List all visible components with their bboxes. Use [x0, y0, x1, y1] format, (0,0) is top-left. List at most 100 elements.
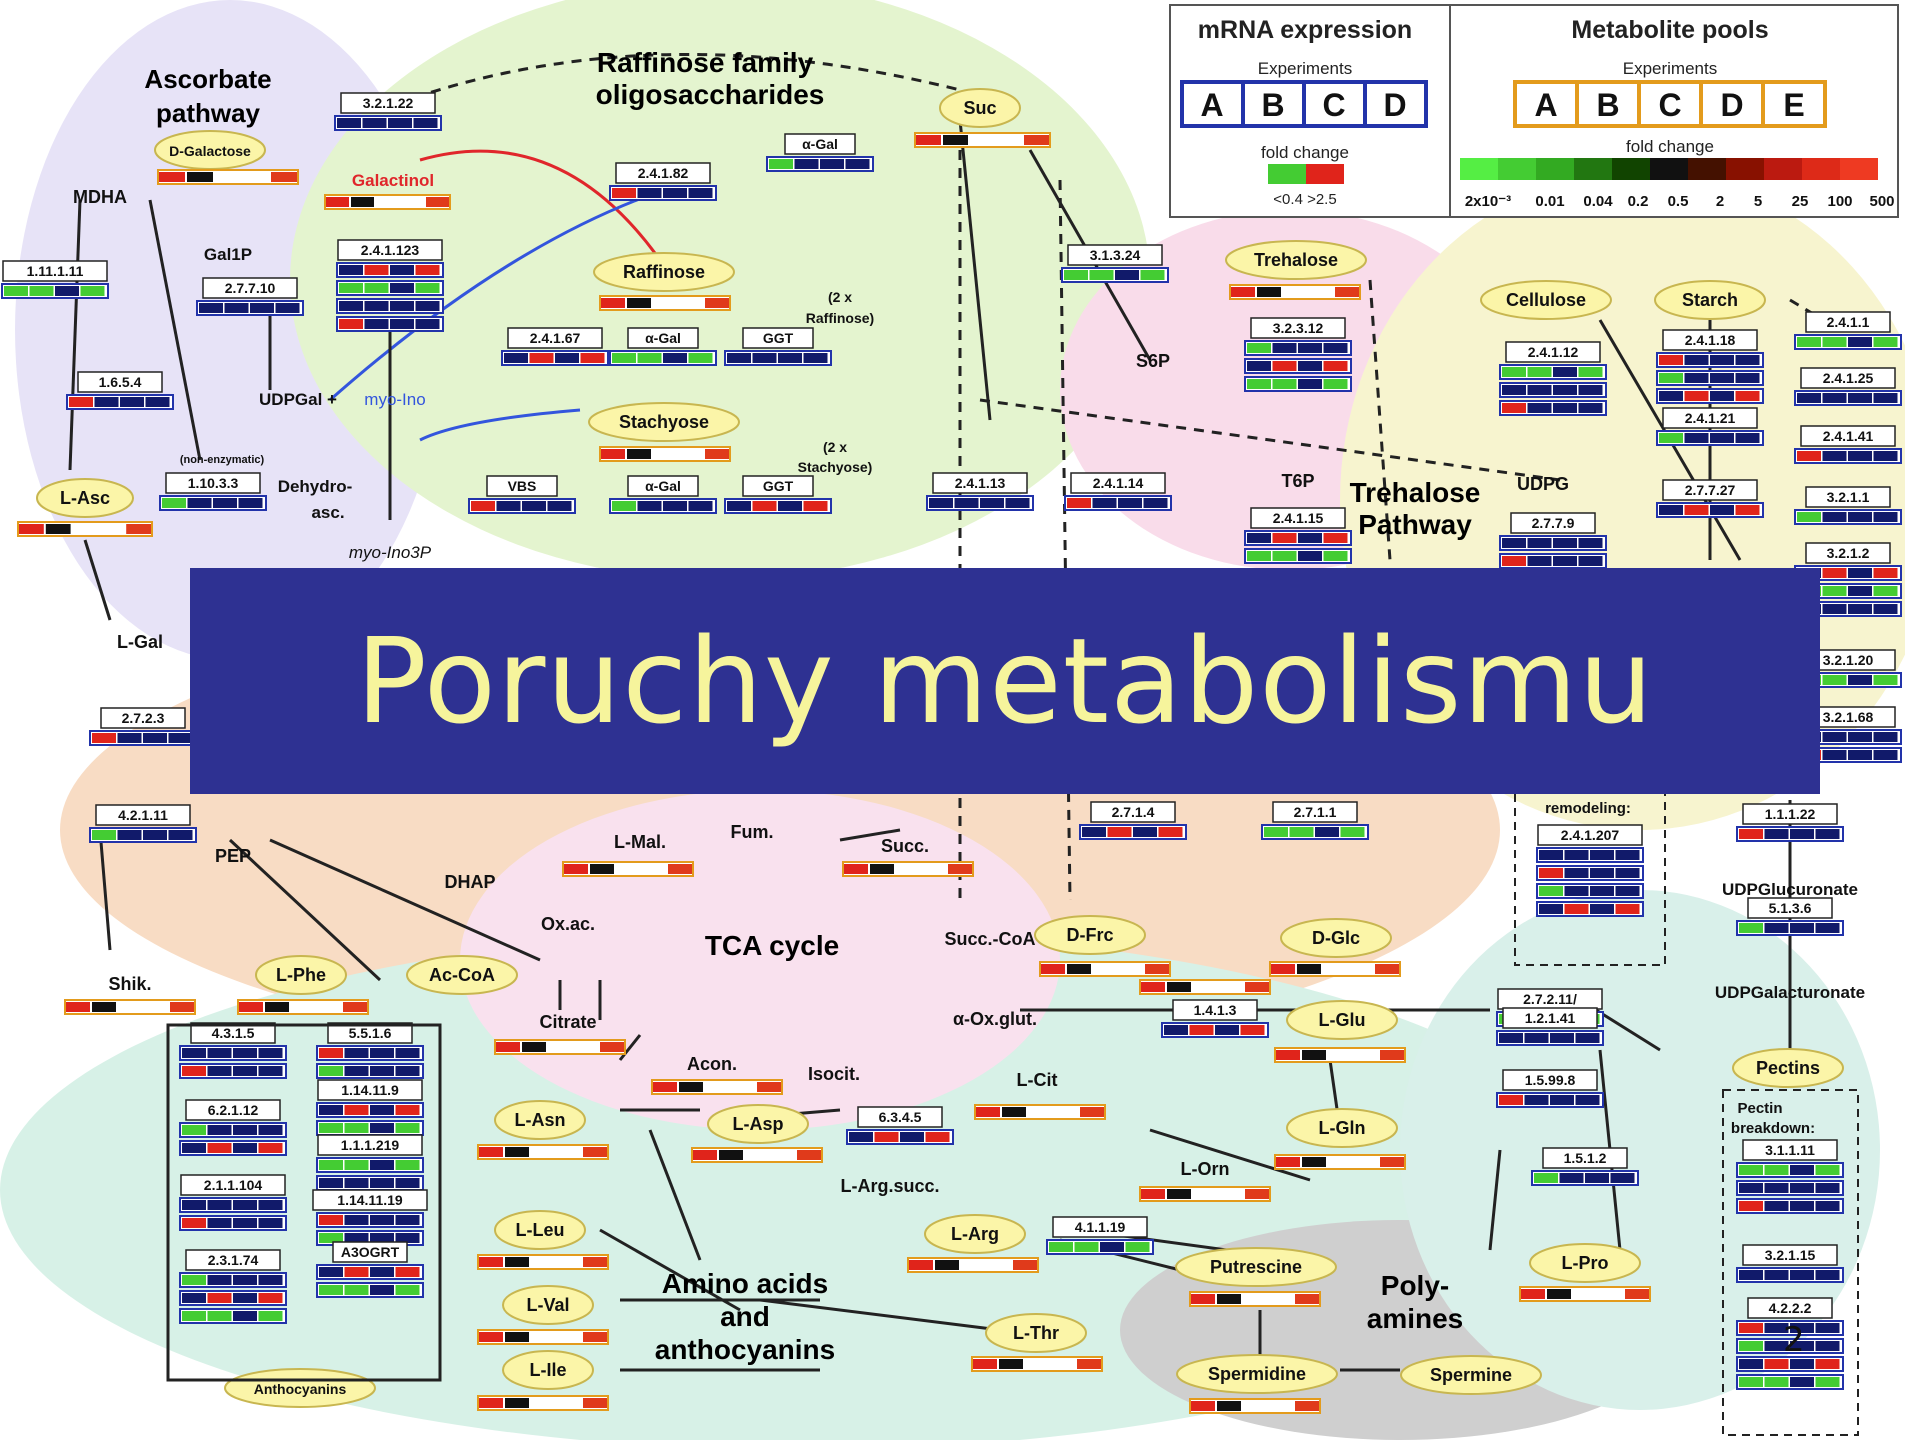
pool-bar-cell [771, 1150, 795, 1160]
expression-cell [182, 1293, 206, 1303]
expression-cell [233, 1066, 257, 1076]
metabolite-label-l-phe: L-Phe [276, 965, 326, 985]
enzyme-label-box [317, 1134, 423, 1156]
enzyme-label-box [2, 260, 108, 282]
pool-bar-cell [1080, 1107, 1104, 1117]
expression-cell [1735, 391, 1760, 401]
expression-cell [1323, 379, 1348, 389]
metabolite-pool-bar [477, 1395, 609, 1411]
expression-cell [207, 1218, 232, 1228]
pool-bar-cell [1335, 287, 1359, 297]
legend-gradient-step [1802, 158, 1840, 180]
pool-bar-cell [1077, 1359, 1101, 1369]
pool-bar-cell [583, 1147, 607, 1157]
expression-cell [1790, 1270, 1814, 1280]
enzyme-3-2-1-20: 3.2.1.20 [1794, 649, 1902, 688]
expression-cell [1247, 533, 1271, 543]
pool-bar-cell [935, 1260, 959, 1270]
expression-cell [1790, 1165, 1814, 1175]
expression-cell [1822, 675, 1847, 685]
label-l-orn: L-Orn [1181, 1159, 1230, 1179]
pool-bar-cell [1328, 1157, 1352, 1167]
pool-bar-cell [916, 135, 941, 145]
expression-cell [415, 283, 440, 293]
pool-bar-cell [215, 172, 241, 182]
expression-cell [1873, 568, 1898, 578]
expression-cell [1527, 538, 1552, 548]
pool-bar-cell [922, 864, 946, 874]
metabolite-stachyose: Stachyose [588, 402, 740, 442]
enzyme-label-box [486, 475, 558, 497]
label-t6p: T6P [1281, 471, 1314, 491]
expression-cell [769, 159, 793, 169]
pool-bar-cell [757, 1082, 781, 1092]
label-fum-: Fum. [731, 822, 774, 842]
expression-cell [1089, 270, 1114, 280]
metabolite-l-asp: L-Asp [707, 1104, 809, 1144]
legend-mrna-fold-label: fold change [1261, 143, 1349, 162]
expression-cell [1615, 850, 1640, 860]
enzyme-GGT: GGT [724, 475, 832, 514]
enzyme-label-box [627, 475, 699, 497]
expression-cell [1739, 1183, 1763, 1193]
enzyme-label: 1.5.1.2 [1564, 1150, 1607, 1166]
label-raffinose-: Raffinose) [806, 310, 874, 326]
expression-cell [752, 501, 777, 511]
pathway-connectors [68, 52, 1841, 1372]
pool-bar-cell [45, 524, 71, 534]
enzyme-label: 2.7.7.27 [1685, 482, 1736, 498]
enzyme-boxes: 3.2.1.222.4.1.82α-Gal2.4.1.1231.11.1.112… [1, 92, 1902, 1390]
metabolite-label-suc: Suc [963, 98, 996, 118]
expression-cell [1247, 551, 1271, 561]
enzyme-label-box [337, 239, 443, 261]
enzyme-label-box [1250, 317, 1346, 339]
enzyme-label: 2.4.1.123 [361, 242, 420, 258]
expression-cell [213, 498, 237, 508]
legend-mrna-range: <0.4 >2.5 [1273, 191, 1336, 208]
expression-cell [339, 265, 363, 275]
expression-cell [388, 118, 412, 128]
metabolite-pool-bar [1229, 284, 1361, 300]
metabolite-suc: Suc [939, 88, 1021, 128]
enzyme-label: 2.7.2.3 [122, 710, 165, 726]
enzyme-label: 2.4.1.25 [1823, 370, 1874, 386]
metabolite-pool-bar [157, 169, 299, 185]
expression-cell [1527, 367, 1552, 377]
enzyme-label-box [1662, 407, 1758, 429]
metabolite-label-l-arg: L-Arg [951, 1224, 999, 1244]
metabolite-l-asc: L-Asc [36, 478, 134, 518]
region-labels: Ascorbate pathway Raffinose family oligo… [144, 47, 1480, 1365]
enzyme-label: 1.11.1.11 [27, 263, 84, 279]
enzyme-GGT: GGT [724, 327, 832, 366]
legend-scale-tick: 2x10⁻³ [1465, 193, 1511, 210]
expression-cell [1848, 604, 1872, 614]
expression-cell [1815, 829, 1840, 839]
metabolite-nodes: D-GalactoseGalactinolSucRaffinoseStachyo… [17, 88, 1844, 1414]
enzyme-4-1-1-19: 4.1.1.19 [1046, 1216, 1154, 1255]
metabolite-label-l-asc: L-Asc [60, 488, 110, 508]
enzyme-label-box [1800, 367, 1896, 389]
expression-cell [1822, 604, 1847, 614]
legend-metabolite-fold-label: fold change [1626, 137, 1714, 156]
expression-cell [688, 501, 713, 511]
pool-bar-cell [265, 1002, 289, 1012]
pool-bar-cell [1547, 1289, 1571, 1299]
enzyme-3-1-1-11: 3.1.1.11 [1736, 1139, 1844, 1214]
expression-cell [1764, 923, 1789, 933]
enzyme-label-box [1272, 801, 1358, 823]
enzyme-3-1-3-24: 3.1.3.24 [1061, 244, 1169, 283]
pool-bar-cell [1191, 1401, 1215, 1411]
enzyme-label: 2.4.1.21 [1685, 410, 1736, 426]
region-label-ascorbate: Ascorbate [144, 64, 271, 94]
pool-bar-cell [1217, 1401, 1241, 1411]
expression-cell [752, 353, 777, 363]
expression-cell [1323, 361, 1348, 371]
expression-cell [1590, 886, 1614, 896]
pool-bar-cell [1231, 287, 1255, 297]
expression-cell [1298, 551, 1322, 561]
enzyme-label-box [1542, 1147, 1628, 1169]
legend-scale-tick: 25 [1792, 193, 1809, 210]
expression-cell [1118, 498, 1142, 508]
pool-bar-cell [1271, 964, 1295, 974]
expression-cell [1735, 373, 1760, 383]
